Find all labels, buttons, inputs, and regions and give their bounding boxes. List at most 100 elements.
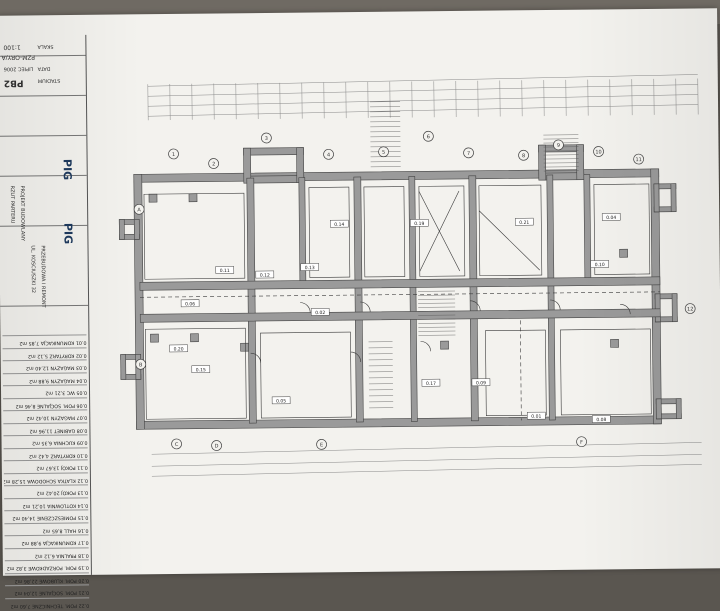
room-tag: 0.13 <box>301 263 319 271</box>
wall-segment <box>547 175 556 420</box>
axis-marker-label: 9 <box>557 143 560 149</box>
dimension-line <box>148 74 698 86</box>
axis-marker-label: 1 <box>172 152 175 158</box>
axis-marker: 1 <box>168 149 178 159</box>
room-tag-label: 0.14 <box>334 222 344 228</box>
room-outline <box>419 186 465 276</box>
wall-segment <box>538 145 545 180</box>
axis-marker: A <box>134 204 144 214</box>
dimension-line <box>148 94 698 106</box>
axis-marker-label: 5 <box>382 150 385 156</box>
room-tag: 0.20 <box>170 345 188 353</box>
dimension-line <box>152 464 702 476</box>
room-tag: 0.10 <box>591 260 609 268</box>
column <box>189 194 197 202</box>
room-tag-label: 0.17 <box>426 381 436 387</box>
room-outline <box>364 187 405 277</box>
room-outline <box>479 185 542 276</box>
room-tag: 0.15 <box>192 366 210 374</box>
axis-marker: D <box>212 440 222 450</box>
room-outline <box>560 329 651 415</box>
axis-marker-label: 10 <box>595 149 601 155</box>
room-tag: 0.06 <box>181 300 199 308</box>
room-tag-label: 0.12 <box>260 273 270 279</box>
dimension-line <box>148 84 698 96</box>
column <box>150 334 158 342</box>
axis-marker: 7 <box>463 148 473 158</box>
column <box>190 334 198 342</box>
axis-marker-label: D <box>215 443 219 449</box>
room-tag-label: 0.20 <box>174 346 184 352</box>
wall-segment <box>134 219 139 239</box>
axis-marker: E <box>317 439 327 449</box>
room-tag-label: 0.19 <box>414 221 424 227</box>
axis-marker-label: 2 <box>212 162 215 168</box>
axis-marker-label: 4 <box>327 152 330 158</box>
wall-segment <box>354 177 364 422</box>
room-tag-label: 0.09 <box>476 380 486 386</box>
axis-marker: 5 <box>378 147 388 157</box>
axis-marker: F <box>577 437 587 447</box>
column <box>441 341 449 349</box>
axis-marker: 12 <box>685 303 695 313</box>
room-tag-label: 0.15 <box>196 367 206 373</box>
axis-marker: 9 <box>553 140 563 150</box>
axis-marker: B <box>136 359 146 369</box>
room-tag-label: 0.05 <box>276 398 286 404</box>
axis-marker: 11 <box>634 154 644 164</box>
room-tag: 0.01 <box>527 412 545 420</box>
room-tag-label: 0.08 <box>596 417 606 423</box>
axis-marker-label: F <box>580 440 583 446</box>
dimension-line <box>152 454 702 466</box>
room-schedule-row: 0.21 POM. SOCJALNE 12,04 m2 <box>5 585 89 598</box>
wall-segment <box>676 399 681 419</box>
room-tag: 0.09 <box>472 379 490 387</box>
axis-marker-label: 3 <box>265 136 268 142</box>
wall-segment <box>576 145 583 180</box>
axis-marker: C <box>172 439 182 449</box>
axis-marker: 10 <box>593 146 603 156</box>
room-tag: 0.05 <box>272 397 290 405</box>
axis-marker: 3 <box>261 133 271 143</box>
wall-segment <box>654 184 659 212</box>
axis-marker-label: 11 <box>635 157 641 163</box>
wall-segment <box>656 399 661 419</box>
room-tag-label: 0.06 <box>185 301 195 307</box>
column <box>611 339 619 347</box>
wall-segment <box>247 178 257 423</box>
axis-dashed-line <box>520 320 521 420</box>
dimension-line <box>152 442 702 454</box>
wall-segment <box>119 219 124 239</box>
axis-marker-label: B <box>139 362 143 368</box>
room-tag: 0.17 <box>422 379 440 387</box>
wall-segment <box>136 416 661 429</box>
room-outline <box>485 330 546 416</box>
axis-marker-label: 12 <box>687 307 693 313</box>
room-tag-label: 0.10 <box>595 262 605 268</box>
room-schedule-row: 0.22 POM. TECHNICZNE 7,60 m2 <box>5 597 89 610</box>
room-tag-label: 0.13 <box>305 265 315 271</box>
column <box>620 249 628 257</box>
drawing-sheet: SKALA 1:100 PZM-ORY/A DATA LIPIEC 2006 S… <box>0 8 720 576</box>
room-tag: 0.19 <box>410 219 428 227</box>
wall-segment <box>243 148 303 156</box>
axis-marker: 8 <box>519 150 529 160</box>
room-outline <box>260 332 351 418</box>
wall-segment <box>409 176 418 421</box>
room-tag: 0.04 <box>602 213 620 221</box>
room-tag: 0.02 <box>311 308 329 316</box>
axis-marker-label: E <box>320 442 323 448</box>
room-tag: 0.14 <box>330 220 348 228</box>
axis-marker-label: A <box>137 207 141 213</box>
axis-marker-label: 8 <box>522 153 525 159</box>
axis-marker-label: 6 <box>427 134 430 140</box>
wall-segment <box>140 309 660 322</box>
door-swing <box>300 303 310 313</box>
room-tag: 0.08 <box>592 415 610 423</box>
room-tag-label: 0.04 <box>606 215 616 221</box>
wall-segment <box>584 175 591 285</box>
room-tag-label: 0.21 <box>519 220 529 226</box>
room-tag-label: 0.01 <box>531 414 541 420</box>
wall-segment <box>121 354 126 379</box>
